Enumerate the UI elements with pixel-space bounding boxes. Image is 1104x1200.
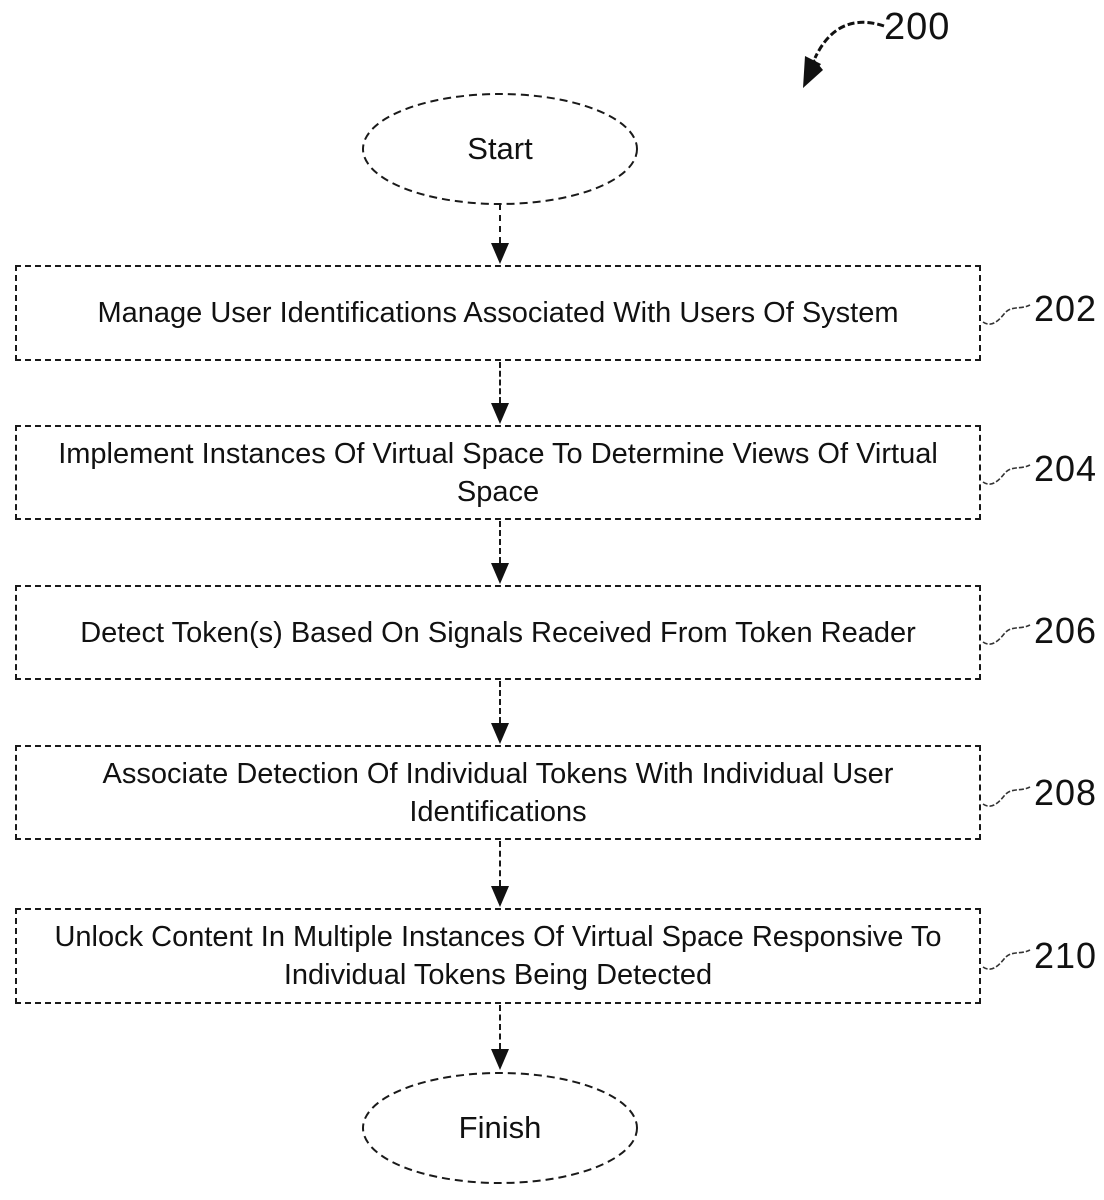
flow-arrow-line (499, 362, 501, 403)
step-ref-label: 202 (1034, 288, 1098, 329)
step-ref-label: 206 (1034, 610, 1098, 651)
step-ref-label: 210 (1034, 935, 1098, 976)
flow-arrowhead-icon (491, 403, 509, 424)
step-box-implement-instances: Implement Instances Of Virtual Space To … (15, 425, 981, 520)
flow-arrowhead-icon (491, 563, 509, 584)
ref-connector-squiggle-icon (982, 945, 1032, 978)
flow-arrow-line (499, 841, 501, 886)
flow-arrow (491, 362, 509, 424)
flow-arrow (491, 681, 509, 744)
step-text: Detect Token(s) Based On Signals Receive… (80, 616, 916, 649)
step-text: Manage User Identifications Associated W… (97, 297, 899, 329)
start-terminal: Start (361, 92, 639, 206)
step-text: Implement Instances Of Virtual Space To … (58, 437, 938, 508)
flow-arrow (491, 204, 509, 264)
step-box-unlock-content: Unlock Content In Multiple Instances Of … (15, 908, 981, 1004)
ref-connector-squiggle-icon (982, 620, 1032, 653)
flow-arrowhead-icon (491, 1049, 509, 1070)
ref-connector-squiggle-icon (982, 460, 1032, 493)
flow-arrow (491, 841, 509, 907)
flow-arrowhead-icon (491, 886, 509, 907)
start-label: Start (467, 131, 533, 166)
flow-arrowhead-icon (491, 243, 509, 264)
flow-arrow-line (499, 204, 501, 243)
ref-connector-squiggle-icon (982, 782, 1032, 815)
flow-arrow (491, 521, 509, 584)
ref-connector-squiggle-icon (982, 300, 1032, 333)
figure-reference-arrow-icon (790, 14, 894, 109)
step-text: Unlock Content In Multiple Instances Of … (54, 921, 942, 991)
finish-terminal: Finish (361, 1071, 639, 1185)
flow-arrow (491, 1005, 509, 1070)
step-box-associate-detection: Associate Detection Of Individual Tokens… (15, 745, 981, 840)
step-ref-label: 204 (1034, 448, 1098, 489)
step-box-detect-tokens: Detect Token(s) Based On Signals Receive… (15, 585, 981, 680)
flow-arrowhead-icon (491, 723, 509, 744)
step-box-manage-user-identifications: Manage User Identifications Associated W… (15, 265, 981, 361)
flow-arrow-line (499, 521, 501, 563)
figure-reference-label: 200 (884, 6, 951, 48)
flow-arrow-line (499, 1005, 501, 1049)
step-ref-label: 208 (1034, 772, 1098, 813)
step-text: Associate Detection Of Individual Tokens… (102, 757, 894, 828)
finish-label: Finish (458, 1110, 542, 1145)
flow-arrow-line (499, 681, 501, 723)
